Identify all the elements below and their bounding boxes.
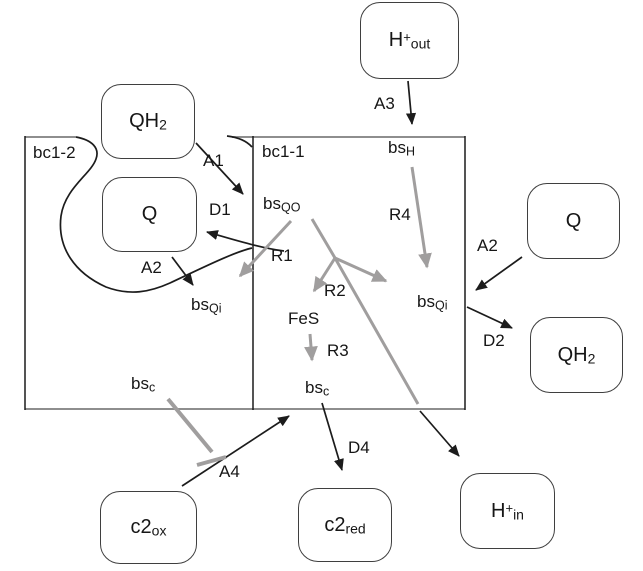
node-q-right: Q xyxy=(527,183,620,259)
state-bs-qi-right: bsQi xyxy=(417,293,447,313)
node-qh2-right: QH2 xyxy=(530,317,623,393)
label-sub: out xyxy=(410,35,431,52)
label-sub: H xyxy=(405,144,415,159)
label-base: bs xyxy=(263,194,281,213)
label-base: bs xyxy=(131,374,149,393)
node-label: QH2 xyxy=(558,345,596,366)
node-h-out: H+out xyxy=(360,2,459,79)
gray-arrow-r4 xyxy=(410,166,432,269)
label-base: Q xyxy=(141,203,158,226)
compartment-label-bc1-2: bc1-2 xyxy=(33,143,76,162)
label-sub: Qi xyxy=(434,298,448,313)
edge-label-d4: D4 xyxy=(348,438,370,457)
edge-label-a2-left: A2 xyxy=(141,258,162,277)
label-base: QH xyxy=(129,110,160,133)
label-base: c2 xyxy=(324,513,346,536)
label-base: bs xyxy=(305,378,323,397)
arrow-d2 xyxy=(466,306,513,329)
node-h-in: H+in xyxy=(460,473,555,549)
node-label: Q xyxy=(566,211,582,232)
edge-label-d1: D1 xyxy=(209,200,231,219)
state-bs-qo: bsQO xyxy=(263,195,300,215)
node-c2-red: c2red xyxy=(298,488,392,562)
label-sub: ox xyxy=(151,522,167,539)
node-c2-ox: c2ox xyxy=(100,491,197,564)
state-bs-c-right: bsc xyxy=(305,379,329,399)
node-q-left: Q xyxy=(102,177,197,252)
node-qh2-left: QH2 xyxy=(101,84,195,159)
node-label: c2ox xyxy=(131,517,167,538)
label-base: bs xyxy=(417,292,435,311)
edge-label-a1: A1 xyxy=(203,151,224,170)
edge-label-d2: D2 xyxy=(483,331,505,350)
label-sub: 2 xyxy=(159,116,167,133)
arrow-a3 xyxy=(405,80,417,126)
node-label: QH2 xyxy=(129,111,167,132)
arrow-a2-right xyxy=(475,256,523,291)
compartment-label-bc1-1: bc1-1 xyxy=(262,142,305,161)
node-label: H+out xyxy=(389,30,431,51)
label-base: FeS xyxy=(288,309,320,328)
label-sub: c xyxy=(322,384,330,399)
edge-label-r4: R4 xyxy=(389,205,411,224)
edge-label-a2-right: A2 xyxy=(477,236,498,255)
corner-hook-line xyxy=(226,135,253,148)
label-base: H xyxy=(491,499,506,522)
edge-label-r2: R2 xyxy=(324,281,346,300)
arrow-d4 xyxy=(321,402,344,471)
label-base: bs xyxy=(191,295,209,314)
label-base: bs xyxy=(388,138,406,157)
gray-trunk-to-h-in xyxy=(310,218,420,405)
edge-label-a4: A4 xyxy=(219,462,240,481)
edge-label-r3: R3 xyxy=(327,341,349,360)
state-fes: FeS xyxy=(288,310,319,330)
edge-label-a3: A3 xyxy=(374,94,395,113)
state-bs-qi-left: bsQi xyxy=(191,296,221,316)
label-sup: + xyxy=(403,29,411,45)
label-sub: 2 xyxy=(587,350,596,367)
state-bs-h: bsH xyxy=(388,139,415,159)
label-base: Q xyxy=(565,209,582,232)
gray-inhibition-line xyxy=(166,397,214,454)
arrow-a2-left xyxy=(171,256,194,286)
node-label: c2red xyxy=(324,515,365,536)
label-sub: Qi xyxy=(208,301,222,316)
gray-arrow-r3 xyxy=(304,333,318,362)
label-sub: red xyxy=(345,520,366,537)
label-sup: + xyxy=(505,500,514,516)
node-label: H+in xyxy=(491,501,524,522)
arrow-to-h-in xyxy=(419,410,460,457)
state-bs-c-left: bsc xyxy=(131,375,155,395)
label-sub: c xyxy=(148,380,156,395)
label-base: QH xyxy=(557,343,588,366)
label-sub: in xyxy=(513,506,524,523)
edge-label-r1: R1 xyxy=(271,246,293,265)
node-label: Q xyxy=(142,204,158,225)
label-base: c2 xyxy=(130,516,152,539)
gray-arrow-to-bs-qi-right xyxy=(334,256,388,283)
label-base: H xyxy=(388,29,404,52)
label-sub: QO xyxy=(280,200,301,215)
